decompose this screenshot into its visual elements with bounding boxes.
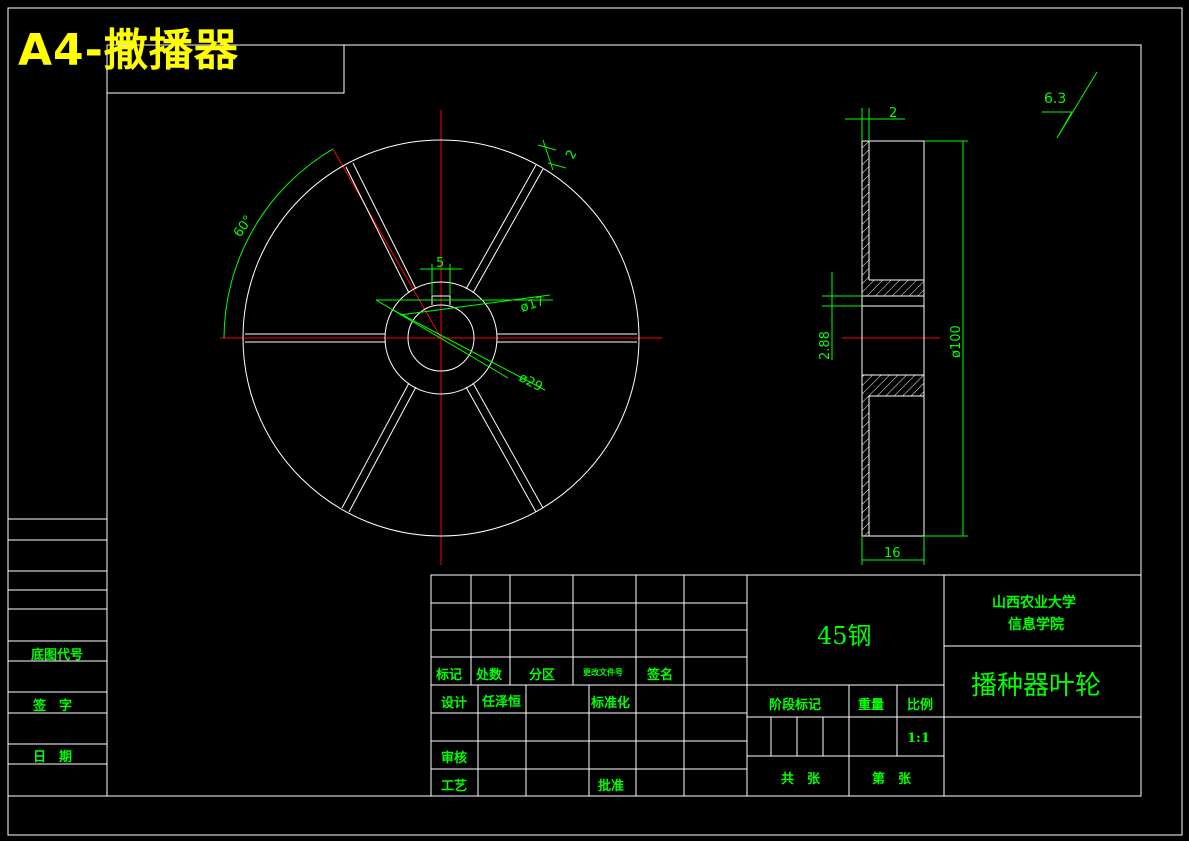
dim-side-top: 2 <box>889 106 897 121</box>
tb-change-doc: 更改文件号 <box>583 667 623 677</box>
dim-side-diameter: ø100 <box>949 325 964 358</box>
tb-sheet-no: 第 张 <box>872 772 912 787</box>
dim-blade: 2 <box>563 148 580 162</box>
left-strip-lines <box>8 518 107 765</box>
tb-zone: 分区 <box>529 668 556 683</box>
tb-sign: 签名 <box>647 668 674 683</box>
outer-rim <box>242 139 640 537</box>
tb-design: 设计 <box>441 696 468 711</box>
dim-key-width: 5 <box>436 256 444 271</box>
tb-stage-mark: 阶段标记 <box>769 698 822 713</box>
tb-count: 处数 <box>476 668 503 683</box>
left-label-base-drawing: 底图代号 <box>31 648 84 663</box>
tb-part-name: 播种器叶轮 <box>971 671 1102 701</box>
dim-hub: ø29 <box>516 370 545 395</box>
left-label-date: 日 期 <box>33 750 73 765</box>
tb-total-sheets: 共 张 <box>781 772 821 787</box>
tb-material: 45钢 <box>817 622 872 650</box>
tb-standardize: 标准化 <box>591 696 631 711</box>
drawing-title: A4-撒播器 <box>18 25 239 76</box>
front-view: 5 ø17 ø29 60° 2 <box>220 110 662 565</box>
roughness-value: 6.3 <box>1044 91 1066 107</box>
dim-side-width: 16 <box>884 546 901 561</box>
title-block-lines <box>430 574 1142 797</box>
tb-weight: 重量 <box>858 698 885 713</box>
tb-designer: 任泽恒 <box>482 695 522 710</box>
side-view: 2 ø100 16 2.88 <box>818 106 968 565</box>
roughness-symbol <box>1042 71 1098 139</box>
tb-scale: 比例 <box>907 698 934 713</box>
tb-process: 工艺 <box>441 779 468 794</box>
tb-school-line1: 山西农业大学 <box>992 595 1076 611</box>
tb-review: 审核 <box>441 751 468 766</box>
dim-keyway: 2.88 <box>818 331 833 360</box>
dim-bore: ø17 <box>519 294 547 316</box>
dim-angle: 60° <box>231 213 257 240</box>
left-label-signature: 签 字 <box>33 699 73 714</box>
tb-approve: 批准 <box>598 779 625 794</box>
tb-scale-value: 1:1 <box>907 731 930 746</box>
bore-circle <box>407 304 475 372</box>
tb-mark: 标记 <box>436 668 463 683</box>
tb-school-line2: 信息学院 <box>1008 617 1064 633</box>
hub-circle <box>384 281 498 395</box>
